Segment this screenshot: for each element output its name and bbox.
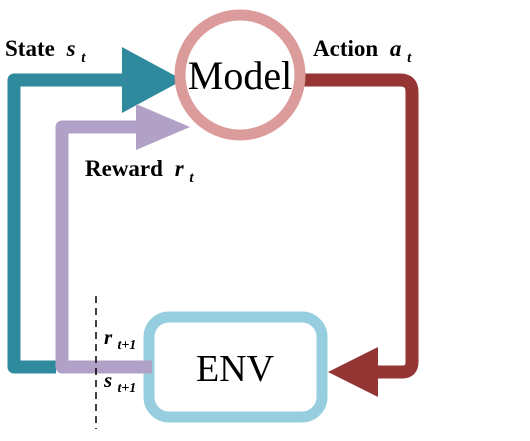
action-label-symbol: a — [390, 36, 402, 61]
next-state-subscript: t+1 — [117, 381, 136, 396]
state-arrow-path — [7, 73, 140, 374]
action-arrow-path — [302, 73, 419, 379]
reward-arrow-path — [55, 120, 152, 374]
next-state-label: s t+1 — [103, 368, 136, 396]
next-reward-label: r t+1 — [104, 325, 136, 353]
reward-label-text: Reward — [85, 156, 163, 181]
state-label-text: State — [5, 36, 55, 61]
reward-label: Reward r t — [85, 156, 194, 186]
reward-label-subscript: t — [189, 170, 194, 186]
env-label: ENV — [196, 348, 275, 390]
action-label-text: Action — [313, 36, 378, 61]
reward-arrowhead — [136, 104, 190, 150]
action-label: Action a t — [313, 36, 412, 66]
next-state-symbol: s — [103, 368, 112, 392]
next-reward-subscript: t+1 — [117, 338, 136, 353]
state-label-subscript: t — [81, 50, 86, 66]
state-arrowhead — [122, 47, 183, 113]
state-label: State s t — [5, 36, 86, 66]
model-label: Model — [188, 53, 292, 98]
action-label-subscript: t — [407, 50, 412, 66]
next-reward-symbol: r — [104, 325, 113, 349]
model-ring — [174, 9, 306, 141]
action-arrowhead — [328, 347, 378, 397]
state-label-symbol: s — [66, 36, 76, 61]
reward-label-symbol: r — [175, 156, 185, 181]
